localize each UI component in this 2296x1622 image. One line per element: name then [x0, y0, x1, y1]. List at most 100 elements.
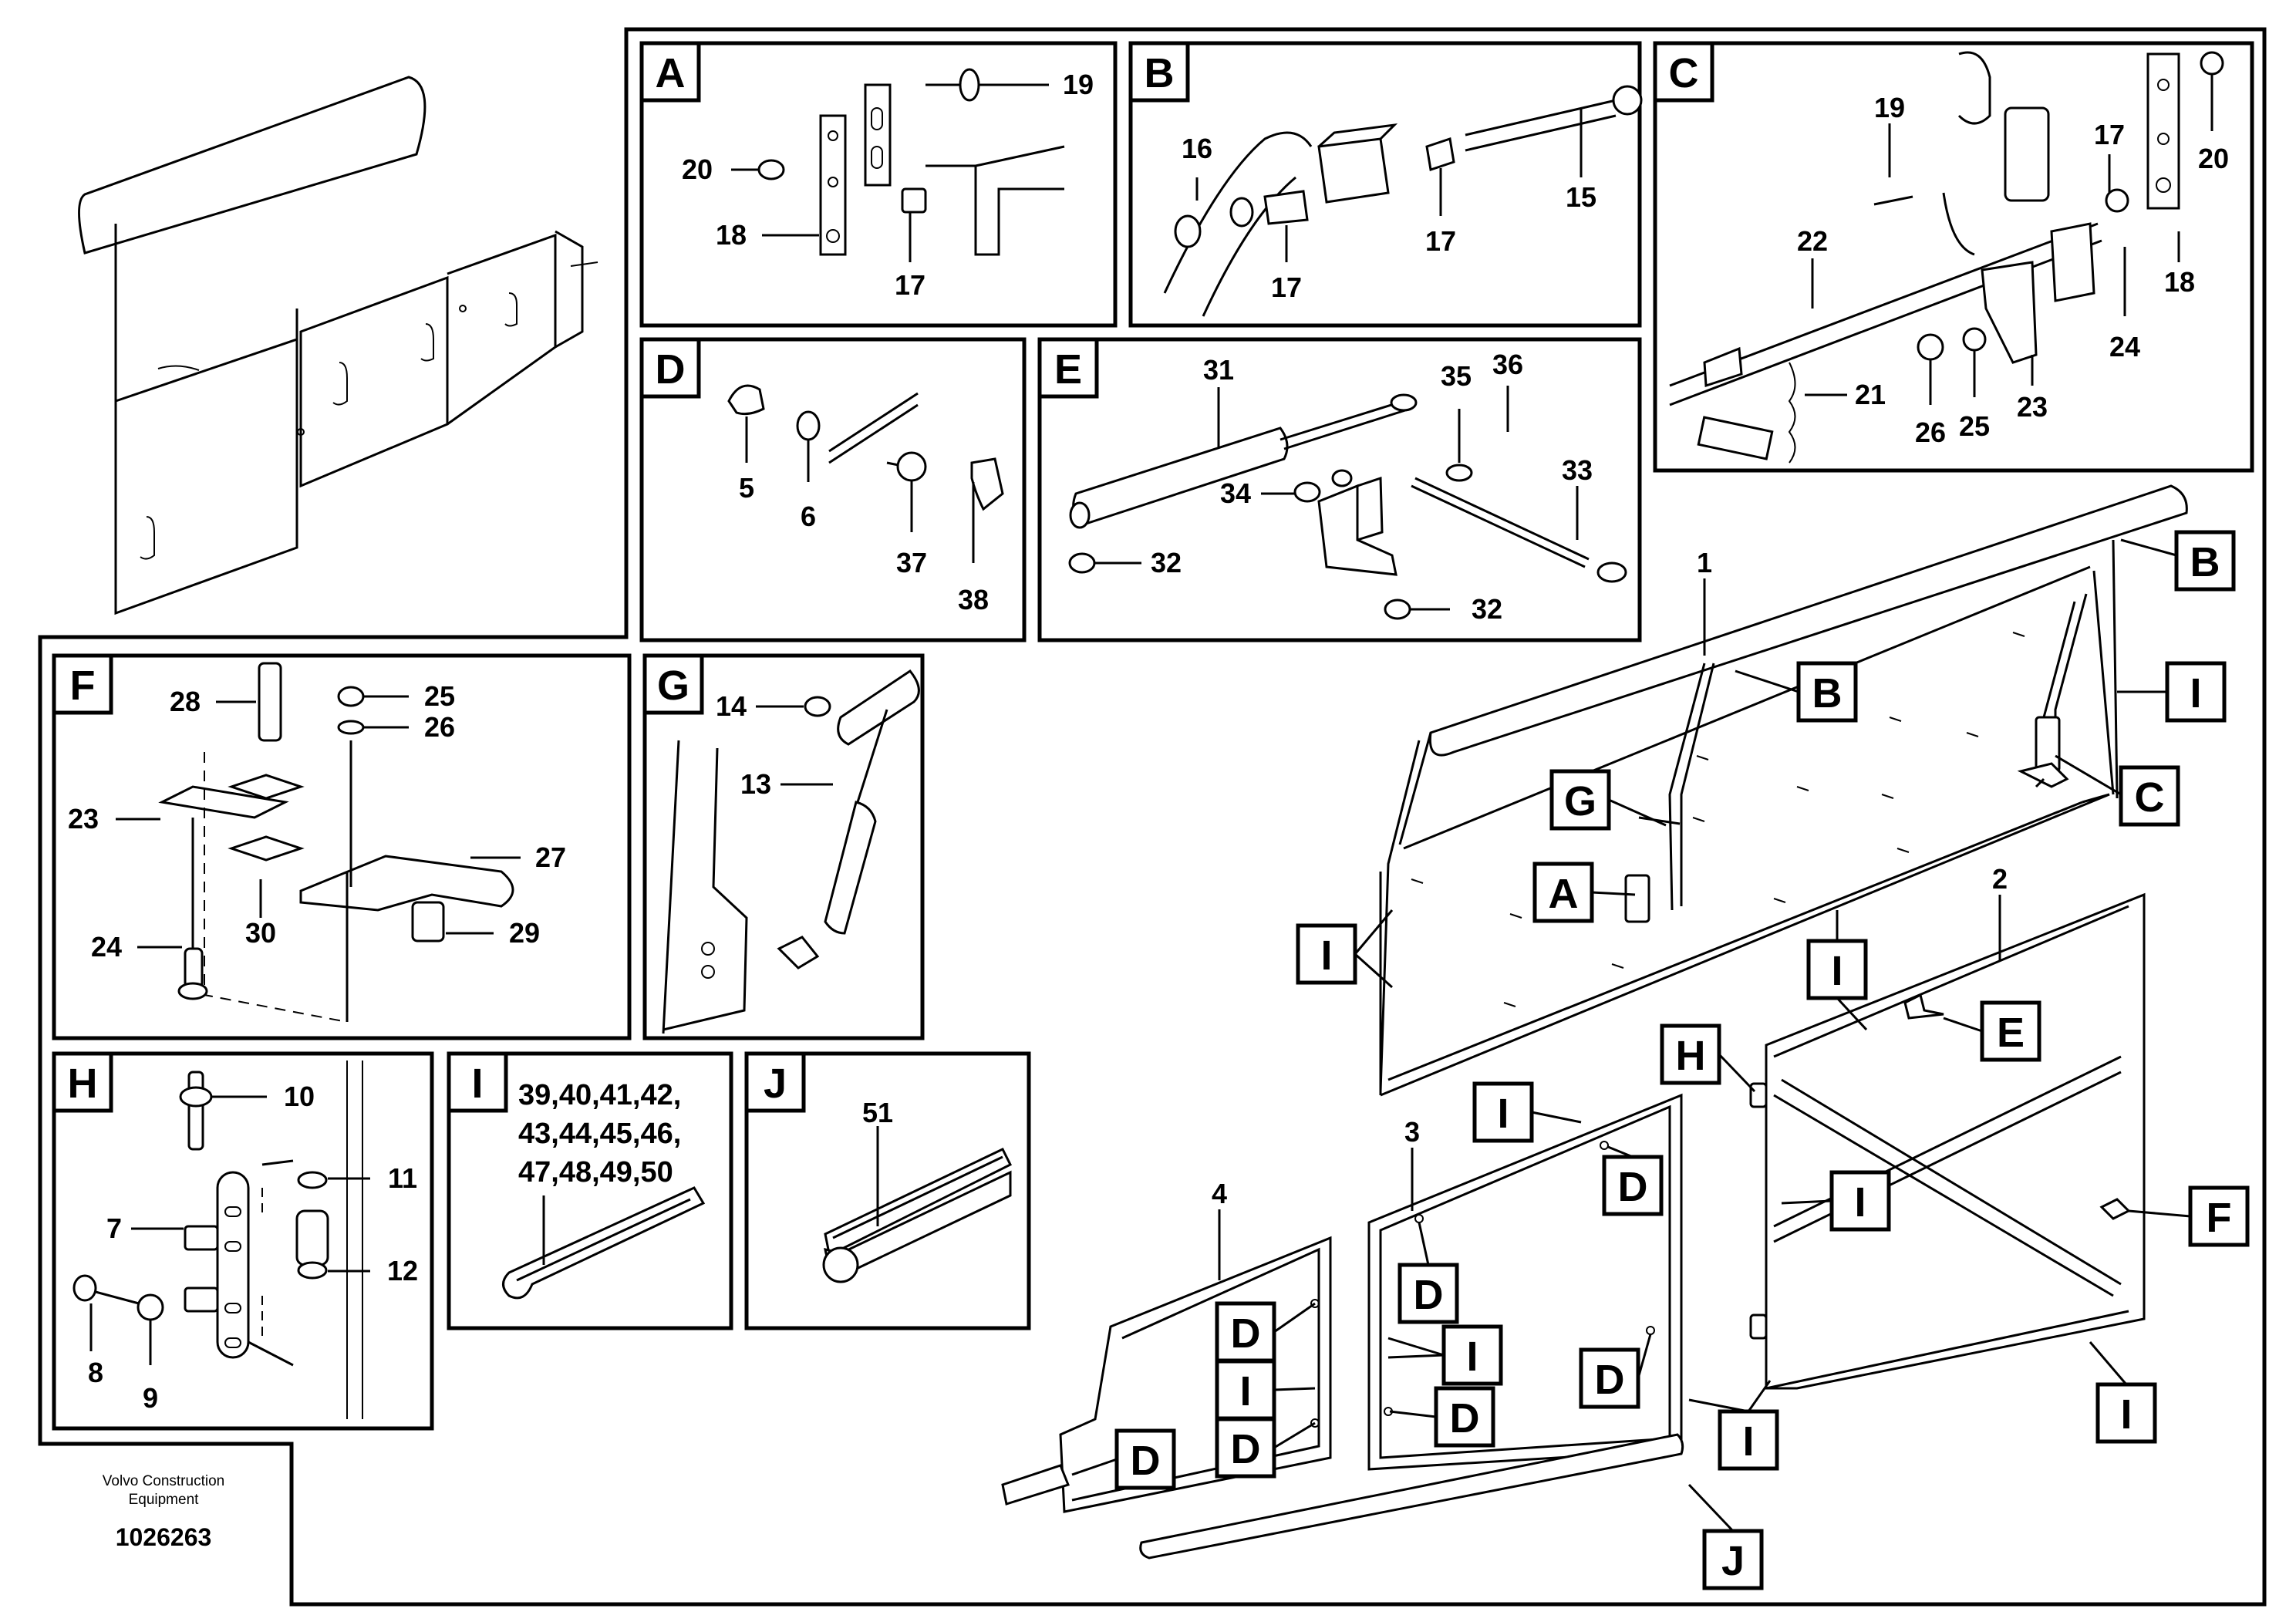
callout-main-e: E — [1997, 1010, 2025, 1056]
callout-d-37: 37 — [896, 547, 927, 578]
callout-f-27: 27 — [535, 841, 566, 873]
callout-main-c: C — [2135, 774, 2165, 821]
item-number-2: 2 — [1992, 863, 2008, 895]
panel-h-letter: H — [68, 1061, 98, 1107]
callout-main-d-3right: D — [1595, 1357, 1625, 1403]
callout-e-33: 33 — [1562, 454, 1593, 486]
callout-main-j: J — [1721, 1538, 1745, 1584]
callout-f-26: 26 — [424, 711, 455, 743]
callout-main-d-3mid: D — [1414, 1272, 1444, 1318]
callout-d-6: 6 — [801, 501, 816, 532]
callout-b-17b: 17 — [1271, 271, 1302, 303]
callout-h-12: 12 — [387, 1255, 418, 1286]
detail-panel-i: I 39,40,41,42, 43,44,45,46, 47,48,49,50 — [447, 1051, 733, 1330]
callout-d-5: 5 — [739, 472, 754, 504]
detail-panel-f: F 28 25 26 23 27 30 24 29 — [52, 653, 632, 1040]
panel-i-parts-line2: 43,44,45,46, — [518, 1118, 681, 1150]
panel-i-letter: I — [471, 1061, 483, 1107]
panel-a-letter: A — [656, 50, 686, 96]
overview-sketch — [78, 76, 598, 615]
callout-j-51: 51 — [862, 1097, 893, 1128]
detail-panel-j: J 51 — [744, 1051, 1031, 1330]
callout-e-36: 36 — [1492, 349, 1523, 380]
callout-b-15: 15 — [1566, 181, 1596, 213]
item-number-4: 4 — [1212, 1178, 1227, 1209]
callout-main-i-left: I — [1320, 932, 1332, 979]
callout-main-d-3top: D — [1618, 1164, 1648, 1210]
callout-a-20: 20 — [682, 153, 713, 185]
callout-main-i-3mid: I — [1466, 1334, 1478, 1380]
panel-i-parts-line3: 47,48,49,50 — [518, 1156, 673, 1189]
item-number-1: 1 — [1697, 547, 1712, 578]
detail-panel-h: H 10 11 7 12 8 9 — [52, 1051, 434, 1431]
callout-c-26: 26 — [1915, 416, 1946, 448]
callout-main-f: F — [2207, 1195, 2232, 1241]
callout-f-24: 24 — [91, 931, 122, 963]
callout-main-i-right: I — [2190, 670, 2201, 717]
callout-e-35: 35 — [1441, 360, 1472, 392]
callout-e-34: 34 — [1220, 477, 1251, 509]
callout-h-10: 10 — [284, 1081, 315, 1112]
callout-f-30: 30 — [245, 917, 276, 949]
callout-main-i-bottom-right: I — [2120, 1391, 2132, 1438]
callout-a-18: 18 — [716, 219, 747, 251]
callout-c-23: 23 — [2017, 391, 2048, 423]
callout-main-b-right: B — [2190, 539, 2220, 585]
detail-panel-b: B 16 15 17 17 — [1128, 41, 1643, 328]
callout-c-21: 21 — [1855, 379, 1886, 410]
callout-main-i-4mid: I — [1239, 1368, 1251, 1415]
callout-main-i-3top: I — [1497, 1091, 1509, 1137]
callout-main-d-4mid: D — [1231, 1426, 1261, 1472]
main-assembly-view: 1 2 3 4 B B I G C A I I E H I D I — [1001, 484, 2250, 1590]
callout-g-13: 13 — [740, 768, 771, 800]
panel-g-letter: G — [657, 663, 689, 709]
callout-main-b-center: B — [1812, 670, 1843, 717]
callout-e-32b: 32 — [1472, 593, 1502, 625]
detail-panel-a: A 19 20 18 17 — [639, 41, 1118, 328]
panel-b-letter: B — [1145, 50, 1175, 96]
callout-a-19: 19 — [1063, 69, 1094, 100]
callout-main-i-mid: I — [1831, 948, 1843, 994]
panel-e-letter: E — [1054, 346, 1082, 393]
panel-c-letter: C — [1669, 50, 1699, 96]
callout-main-d-4left: D — [1131, 1438, 1161, 1484]
callout-c-20: 20 — [2198, 143, 2229, 174]
callout-h-7: 7 — [106, 1212, 122, 1244]
panel-f-letter: F — [70, 663, 96, 709]
item-number-3: 3 — [1404, 1116, 1420, 1148]
callout-d-38: 38 — [958, 584, 989, 615]
detail-panel-d: D 5 6 37 38 — [639, 337, 1027, 642]
callout-e-32: 32 — [1151, 547, 1182, 578]
callout-main-g: G — [1564, 778, 1596, 824]
callout-h-8: 8 — [88, 1357, 103, 1388]
detail-panel-c: C 19 17 20 22 18 24 21 26 25 23 — [1653, 41, 2254, 473]
callout-f-29: 29 — [509, 917, 540, 949]
footer-drawing-number: 1026263 — [116, 1523, 212, 1551]
footer-company-line1: Volvo Construction — [103, 1473, 224, 1489]
callout-b-17: 17 — [1425, 225, 1456, 257]
callout-a-17: 17 — [895, 269, 925, 301]
callout-main-a: A — [1549, 871, 1579, 917]
footer-company-line2: Equipment — [129, 1492, 200, 1508]
callout-main-i-door: I — [1854, 1179, 1866, 1226]
callout-main-i-3right: I — [1742, 1418, 1754, 1465]
callout-f-23: 23 — [68, 803, 99, 835]
footer-block: Volvo Construction Equipment 1026263 — [103, 1473, 224, 1551]
callout-c-22: 22 — [1797, 225, 1828, 257]
callout-e-31: 31 — [1203, 354, 1234, 386]
callout-main-d-4top: D — [1231, 1310, 1261, 1357]
callout-g-14: 14 — [716, 690, 747, 722]
callout-c-25: 25 — [1959, 410, 1990, 442]
callout-b-16: 16 — [1182, 133, 1212, 164]
callout-c-18: 18 — [2164, 266, 2195, 298]
panel-j-letter: J — [764, 1061, 787, 1107]
callout-c-17: 17 — [2094, 119, 2125, 150]
callout-c-19: 19 — [1874, 92, 1905, 123]
detail-panel-e: E 31 35 36 33 34 32 32 — [1037, 337, 1642, 642]
callout-main-h: H — [1676, 1033, 1706, 1079]
callout-f-28: 28 — [170, 686, 201, 717]
callout-main-d-3bottom: D — [1450, 1395, 1480, 1442]
panel-i-parts-line1: 39,40,41,42, — [518, 1079, 681, 1111]
main-frame — [38, 27, 2267, 1607]
